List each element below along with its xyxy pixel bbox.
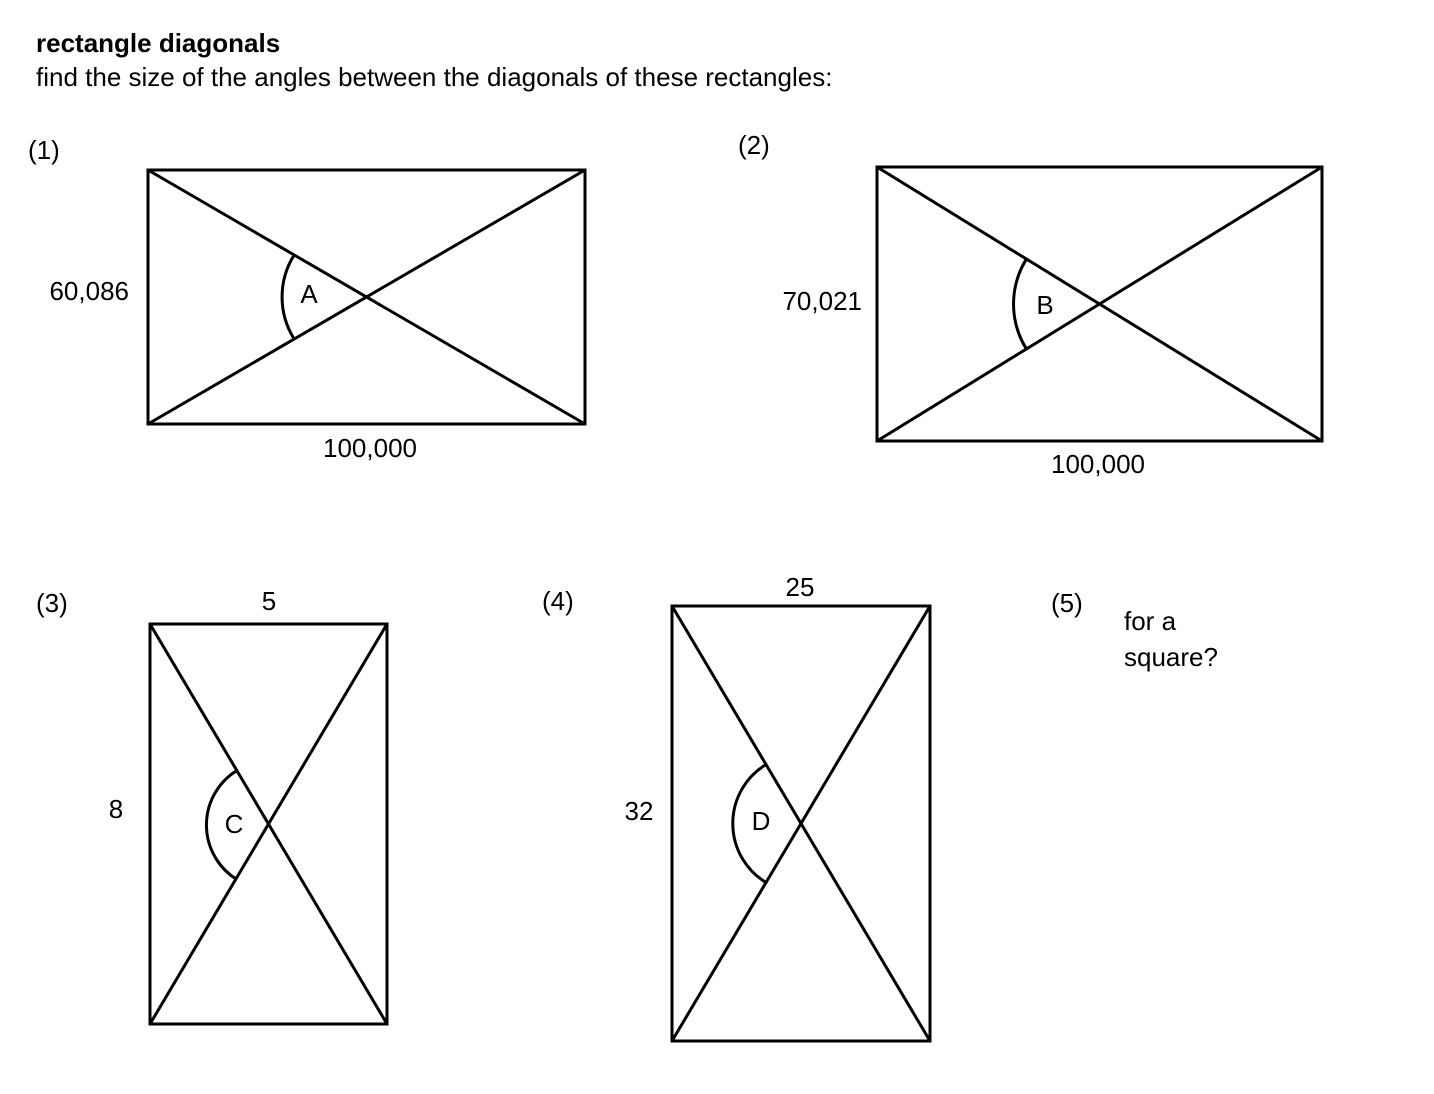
problem-4-angle-label: D (752, 806, 771, 836)
problem-5-question-line-1: for a (1124, 606, 1177, 636)
problem-1-angle-label: A (300, 279, 318, 309)
problem-5-question-line-2: square? (1124, 642, 1218, 672)
problem-1-base-label: 100,000 (323, 433, 417, 463)
problem-3-angle-arc (204, 769, 238, 881)
problem-1-diagonal-2 (147, 168, 586, 426)
problem-3-side-label: 8 (109, 794, 123, 824)
worksheet-title: rectangle diagonals (36, 28, 281, 58)
problem-2-diagonal-2 (876, 165, 1323, 443)
problem-4-side-label: 32 (625, 796, 654, 826)
problem-1-rectangle (146, 168, 587, 426)
problem-5-number: (5) (1051, 588, 1083, 618)
problem-3-top-label: 5 (262, 586, 276, 616)
worksheet-instruction: find the size of the angles between the … (36, 62, 833, 92)
problem-3-angle-label: C (225, 809, 244, 839)
problem-3-rectangle (148, 622, 389, 1026)
problem-5: (5) for a square? (1051, 588, 1218, 672)
problem-4-diagonal-2 (670, 605, 932, 1042)
problem-1-number: (1) (28, 135, 60, 165)
problem-4: (4) D 32 25 (542, 572, 932, 1043)
problem-3-diagonal-2 (148, 623, 389, 1025)
problem-2-rectangle (875, 165, 1324, 443)
problem-3-number: (3) (36, 588, 68, 618)
problem-2: (2) B 70,021 100,000 (738, 130, 1324, 479)
problem-2-side-label: 70,021 (782, 286, 862, 316)
problem-1-angle-arc (280, 254, 296, 340)
problem-2-base-label: 100,000 (1051, 449, 1145, 479)
problem-4-angle-arc (731, 763, 767, 884)
problem-4-number: (4) (542, 586, 574, 616)
problem-3: (3) C 8 5 (36, 586, 389, 1026)
problem-1-side-label: 60,086 (49, 276, 129, 306)
problem-4-top-label: 25 (786, 572, 815, 602)
problem-2-angle-label: B (1036, 290, 1053, 320)
problem-4-rectangle (670, 604, 932, 1043)
problem-2-number: (2) (738, 130, 770, 160)
problem-2-angle-arc (1012, 258, 1028, 350)
problem-1: (1) A 60,086 100,000 (28, 135, 587, 463)
